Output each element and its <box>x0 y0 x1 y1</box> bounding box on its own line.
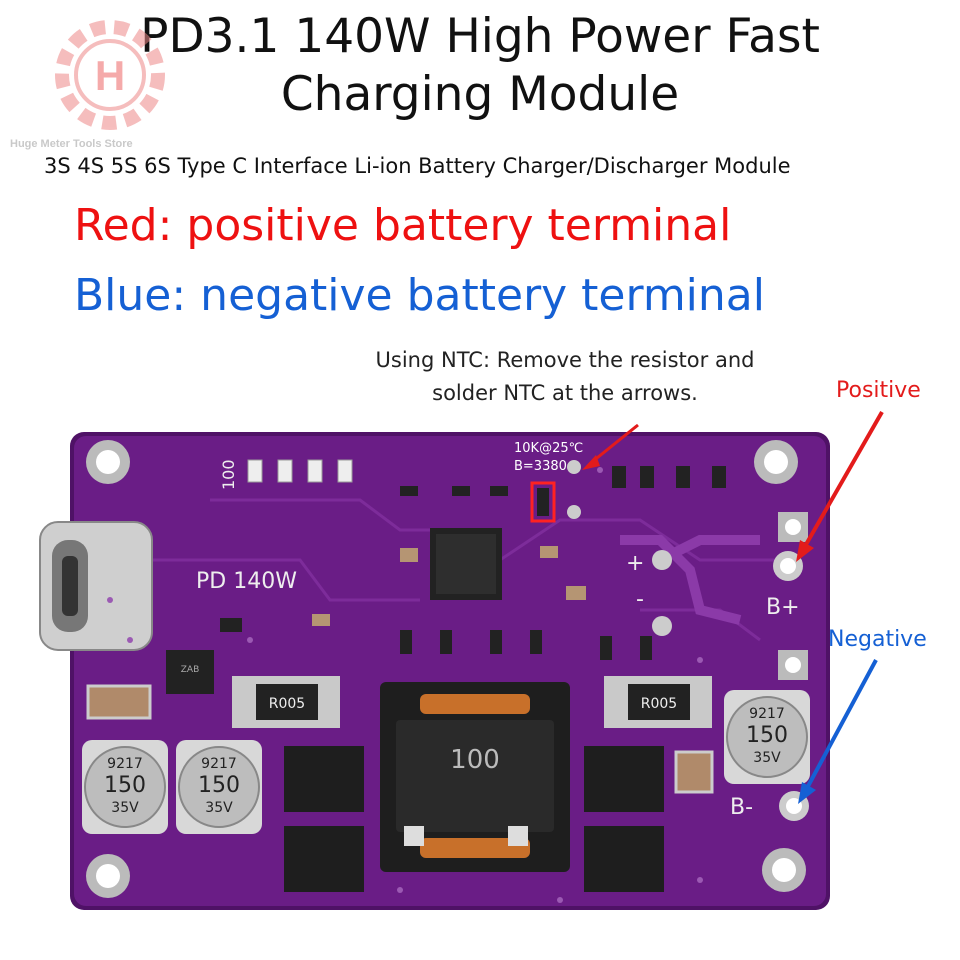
electrolytic-capacitor: 9217 150 35V <box>724 690 810 784</box>
ntc-pad <box>567 460 581 474</box>
store-name: Huge Meter Tools Store <box>10 138 133 150</box>
svg-text:9217: 9217 <box>107 756 143 772</box>
led <box>307 459 323 483</box>
svg-text:150: 150 <box>746 723 788 748</box>
svg-text:35V: 35V <box>205 800 233 816</box>
mounting-hole <box>762 848 806 892</box>
ntc-pad <box>567 505 581 519</box>
svg-text:100: 100 <box>450 745 500 775</box>
ntc-note-line-1: Using NTC: Remove the resistor and <box>375 348 755 372</box>
negative-arrow <box>798 659 878 804</box>
controller-ic <box>430 528 502 600</box>
inductor: 100 <box>380 682 570 872</box>
positive-arrow <box>796 411 884 562</box>
ntc-note-line-2: solder NTC at the arrows. <box>432 381 698 405</box>
svg-text:150: 150 <box>104 773 146 798</box>
svg-text:ZAB: ZAB <box>181 665 200 675</box>
ntc-note: Using NTC: Remove the resistor and solde… <box>340 344 790 410</box>
marking-100: 100 <box>219 459 238 490</box>
pcb: 100 ZAB 10K@25℃ B=3380 <box>39 432 830 910</box>
shunt-resistor: R005 <box>232 676 340 728</box>
ceramic-capacitor <box>674 750 714 794</box>
ntc-resistor-highlight <box>530 481 556 523</box>
plus-sign: + <box>626 551 644 576</box>
page-title: PD3.1 140W High Power Fast Charging Modu… <box>0 8 960 124</box>
ntc-spec-1: 10K@25℃ <box>514 441 583 456</box>
minus-sign: - <box>636 587 644 612</box>
pd-label: PD 140W <box>196 569 297 594</box>
shunt-resistor: R005 <box>604 676 712 728</box>
mosfet <box>284 826 364 892</box>
electrolytic-capacitor: 9217 150 35V <box>82 740 168 834</box>
subtitle: 3S 4S 5S 6S Type C Interface Li-ion Batt… <box>44 154 791 178</box>
ceramic-capacitor <box>86 684 152 720</box>
svg-text:9217: 9217 <box>749 706 785 722</box>
svg-text:35V: 35V <box>111 800 139 816</box>
positive-label: Positive <box>836 378 921 403</box>
electrolytic-capacitor: 9217 150 35V <box>176 740 262 834</box>
mosfet <box>584 826 664 892</box>
logo-letter: H <box>95 52 125 99</box>
mounting-hole <box>754 440 798 484</box>
svg-text:9217: 9217 <box>201 756 237 772</box>
store-logo: H <box>55 20 165 130</box>
svg-text:R005: R005 <box>641 696 677 712</box>
ntc-arrow <box>582 423 639 470</box>
mosfet <box>584 746 664 812</box>
negative-label: Negative <box>828 627 927 652</box>
legend-blue: Blue: negative battery terminal <box>74 270 765 321</box>
title-line-1: PD3.1 140W High Power Fast <box>140 9 820 64</box>
svg-text:150: 150 <box>198 773 240 798</box>
led <box>277 459 293 483</box>
mounting-hole <box>86 440 130 484</box>
svg-text:35V: 35V <box>753 750 781 766</box>
legend-red: Red: positive battery terminal <box>74 200 732 251</box>
mosfet <box>284 746 364 812</box>
bplus-label: B+ <box>766 595 800 620</box>
title-line-2: Charging Module <box>280 67 680 122</box>
svg-text:R005: R005 <box>269 696 305 712</box>
mounting-hole <box>86 854 130 898</box>
small-ic: ZAB <box>166 650 214 694</box>
usb-c-connector <box>39 521 153 651</box>
led <box>247 459 263 483</box>
bminus-label: B- <box>730 795 753 820</box>
led <box>337 459 353 483</box>
ntc-spec-2: B=3380 <box>514 459 567 474</box>
